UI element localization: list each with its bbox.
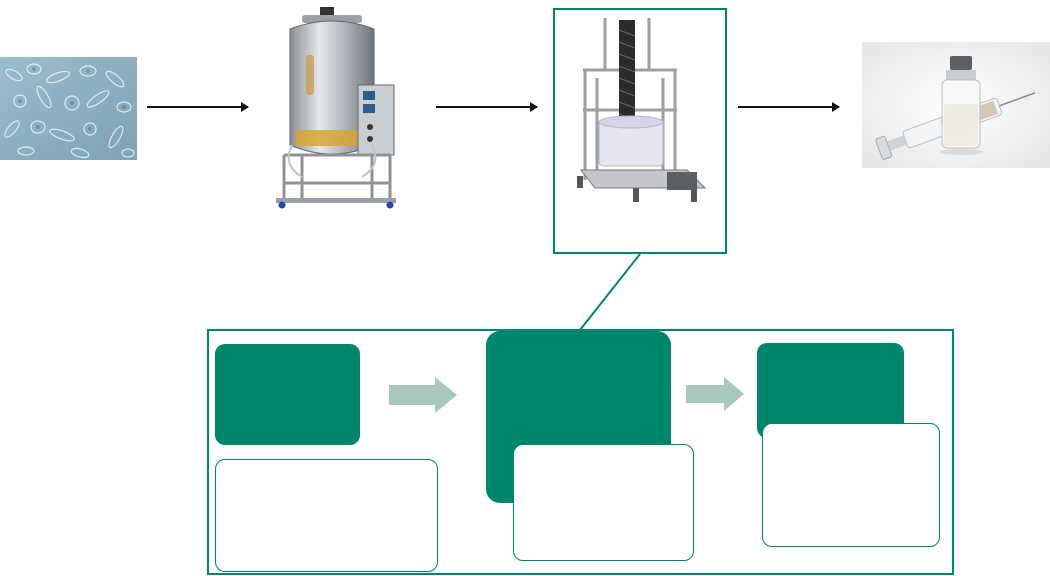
bioreactor-image [262, 5, 412, 215]
block-arrow-1 [389, 377, 459, 413]
step-1-block [215, 344, 360, 445]
highlight-frame [553, 8, 727, 254]
step-3-detail-box [762, 423, 940, 547]
cell-culture-image [0, 57, 137, 160]
flow-arrow-3 [738, 106, 839, 108]
block-arrow-2 [686, 377, 746, 411]
vaccine-image [862, 42, 1050, 168]
flow-arrow-1 [147, 106, 248, 108]
step-2-detail-box [513, 444, 694, 561]
step-1-detail-box [215, 459, 438, 572]
flow-arrow-2 [436, 106, 537, 108]
